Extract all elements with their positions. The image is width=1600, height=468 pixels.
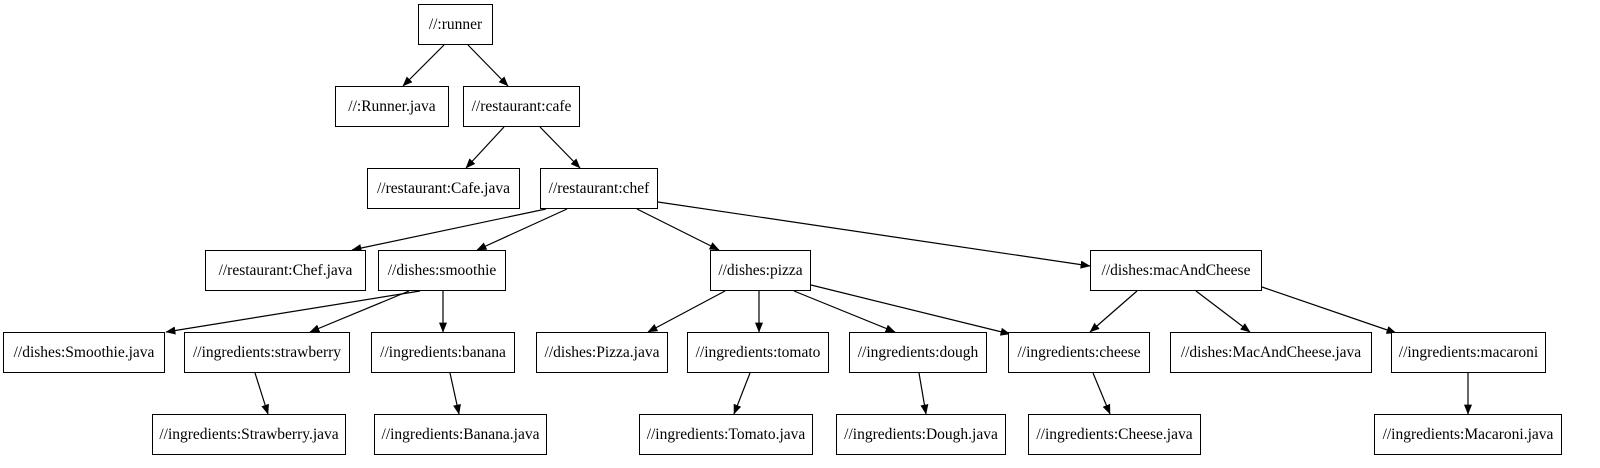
- graph-edge: [733, 372, 751, 415]
- edge-group: [165, 44, 1472, 415]
- graph-edge: [647, 290, 726, 333]
- graph-node-restaurant_cafe[interactable]: //restaurant:cafe: [463, 86, 580, 127]
- graph-edge: [449, 372, 461, 415]
- graph-edge: [254, 372, 269, 415]
- graph-node-label: //restaurant:Chef.java: [218, 261, 353, 279]
- graph-edge: [165, 290, 421, 335]
- graph-node-label: //ingredients:cheese: [1017, 343, 1141, 361]
- graph-node-dishes_smoothie[interactable]: //dishes:smoothie: [378, 250, 506, 291]
- graph-node-dishes_pizza[interactable]: //dishes:pizza: [710, 250, 811, 291]
- graph-node-dishes_macandch[interactable]: //dishes:macAndCheese: [1090, 250, 1262, 291]
- graph-edge: [918, 372, 929, 415]
- graph-node-label: //ingredients:banana: [380, 343, 506, 361]
- graph-node-ing_macaroni[interactable]: //ingredients:macaroni: [1391, 332, 1546, 373]
- graph-node-dough_java[interactable]: //ingredients:Dough.java: [836, 414, 1006, 455]
- graph-edge: [476, 208, 568, 251]
- graph-edge: [351, 208, 547, 252]
- graph-node-runner_java[interactable]: //:Runner.java: [335, 86, 449, 127]
- graph-node-cheese_java[interactable]: //ingredients:Cheese.java: [1028, 414, 1201, 455]
- graph-node-label: //ingredients:Banana.java: [381, 425, 540, 443]
- graph-node-label: //ingredients:Strawberry.java: [159, 425, 339, 443]
- graph-node-macaroni_java[interactable]: //ingredients:Macaroni.java: [1374, 414, 1562, 455]
- graph-node-label: //:Runner.java: [348, 97, 436, 115]
- graph-node-ing_cheese[interactable]: //ingredients:cheese: [1008, 332, 1150, 373]
- graph-node-label: //dishes:macAndCheese: [1101, 261, 1251, 279]
- graph-node-label: //ingredients:Dough.java: [844, 425, 998, 443]
- graph-node-ing_dough[interactable]: //ingredients:dough: [849, 332, 987, 373]
- graph-node-label: //dishes:Pizza.java: [544, 343, 660, 361]
- graph-node-label: //restaurant:Cafe.java: [377, 179, 510, 197]
- graph-node-label: //dishes:pizza: [718, 261, 803, 279]
- graph-edge: [1089, 290, 1138, 333]
- graph-edge: [793, 290, 896, 333]
- graph-node-ing_tomato[interactable]: //ingredients:tomato: [687, 332, 829, 373]
- graph-edge: [810, 284, 1011, 336]
- graph-edge: [1092, 372, 1111, 415]
- graph-node-label: //ingredients:Tomato.java: [646, 425, 806, 443]
- graph-node-label: //ingredients:macaroni: [1398, 343, 1539, 361]
- graph-node-label: //dishes:MacAndCheese.java: [1180, 343, 1362, 361]
- graph-node-label: //restaurant:cafe: [471, 97, 572, 115]
- graph-edge: [636, 208, 720, 251]
- graph-node-cafe_java[interactable]: //restaurant:Cafe.java: [367, 168, 520, 209]
- graph-edge: [1195, 290, 1251, 333]
- graph-node-smoothie_java[interactable]: //dishes:Smoothie.java: [3, 332, 165, 373]
- graph-node-strawberry_java[interactable]: //ingredients:Strawberry.java: [152, 414, 346, 455]
- graph-node-label: //dishes:Smoothie.java: [13, 343, 155, 361]
- graph-node-label: //ingredients:strawberry: [192, 343, 342, 361]
- graph-node-macandcheese_java[interactable]: //dishes:MacAndCheese.java: [1170, 332, 1372, 373]
- graph-node-label: //ingredients:Cheese.java: [1036, 425, 1193, 443]
- graph-node-label: //dishes:smoothie: [387, 261, 497, 279]
- graph-edge: [1261, 286, 1397, 334]
- graph-node-ing_strawberry[interactable]: //ingredients:strawberry: [184, 332, 350, 373]
- graph-node-pizza_java[interactable]: //dishes:Pizza.java: [536, 332, 668, 373]
- graph-node-label: //:runner: [428, 15, 483, 33]
- graph-node-banana_java[interactable]: //ingredients:Banana.java: [374, 414, 547, 455]
- graph-edge: [657, 201, 1091, 269]
- graph-node-runner[interactable]: //:runner: [418, 4, 493, 45]
- graph-edge: [539, 126, 581, 169]
- graph-node-label: //ingredients:dough: [857, 343, 979, 361]
- graph-edge: [309, 290, 410, 333]
- graph-edge: [465, 126, 505, 169]
- graph-node-ing_banana[interactable]: //ingredients:banana: [371, 332, 515, 373]
- graph-node-label: //ingredients:Macaroni.java: [1382, 425, 1554, 443]
- graph-node-label: //ingredients:tomato: [695, 343, 821, 361]
- graph-node-label: //restaurant:chef: [548, 179, 650, 197]
- graph-edge: [467, 44, 509, 87]
- graph-edge: [402, 44, 445, 87]
- graph-node-restaurant_chef[interactable]: //restaurant:chef: [540, 168, 658, 209]
- graph-node-tomato_java[interactable]: //ingredients:Tomato.java: [639, 414, 813, 455]
- graph-node-chef_java[interactable]: //restaurant:Chef.java: [205, 250, 366, 291]
